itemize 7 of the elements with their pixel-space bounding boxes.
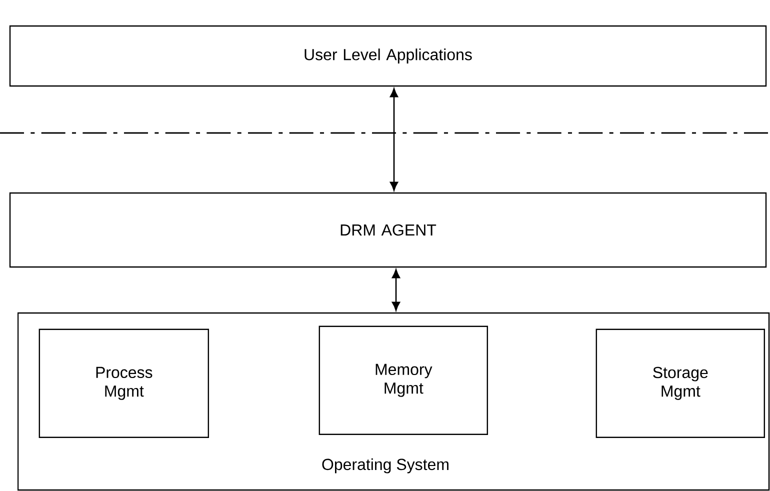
- module-box: Process Mgmt: [38, 328, 209, 438]
- module-box: Memory Mgmt: [318, 326, 488, 435]
- layer-box: DRM AGENT: [9, 192, 767, 268]
- layer-box: User Level Applications: [9, 25, 767, 87]
- arrow: [390, 88, 398, 191]
- arrow: [392, 269, 400, 311]
- module-box: Storage Mgmt: [596, 328, 765, 438]
